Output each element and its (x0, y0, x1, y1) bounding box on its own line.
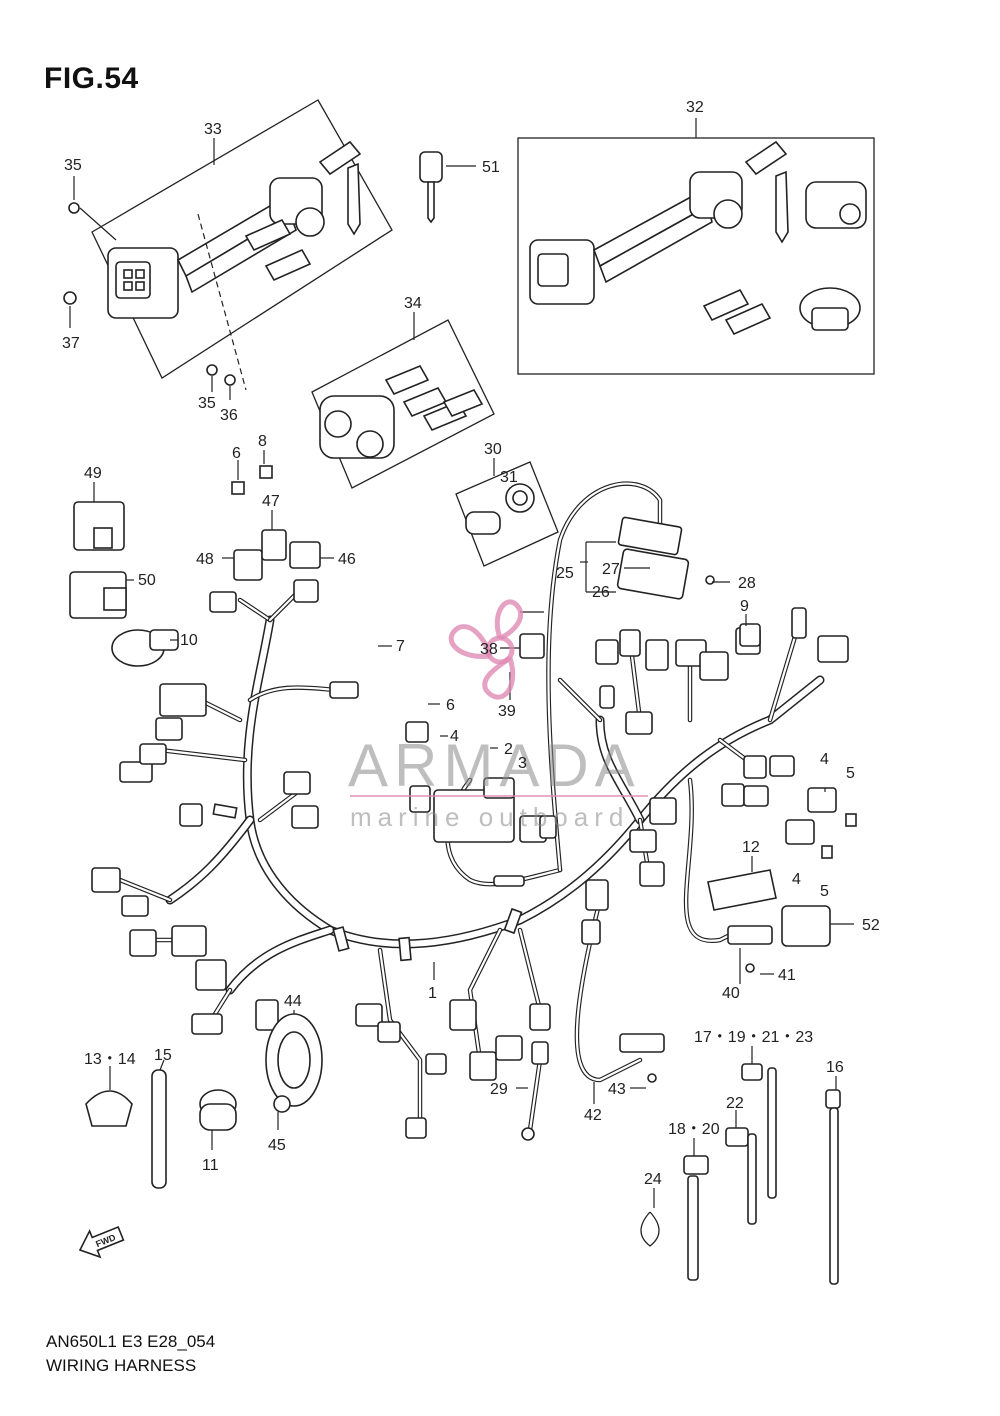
key-51 (419, 151, 476, 224)
figure-title: FIG.54 (44, 62, 139, 95)
callout-32: 32 (686, 99, 704, 116)
callout-9: 9 (740, 598, 749, 615)
watermark-brand: ARMADA (348, 732, 641, 799)
callout-16: 16 (826, 1059, 844, 1076)
group-30-box (455, 458, 559, 567)
watermark-propeller-icon (448, 599, 524, 700)
fwd-arrow-icon: FWD (78, 1225, 125, 1259)
callout-30: 30 (484, 441, 502, 458)
callout-25: 25 (556, 565, 574, 582)
callout-40: 40 (722, 985, 740, 1002)
callout-24: 24 (644, 1171, 662, 1188)
callout-29: 29 (490, 1081, 508, 1098)
callout-3: 3 (518, 755, 527, 772)
callout-44: 44 (284, 993, 302, 1010)
callout-39: 39 (498, 703, 516, 720)
callout-5a: 5 (846, 765, 855, 782)
relay-50 (69, 571, 134, 619)
loose-parts-right (707, 623, 857, 947)
callout-48: 48 (196, 551, 214, 568)
callout-11: 11 (202, 1157, 219, 1174)
callout-12: 12 (742, 839, 760, 856)
callout-43: 43 (608, 1081, 626, 1098)
callout-36: 36 (220, 407, 238, 424)
callout-51: 51 (482, 159, 500, 176)
group-34-box (311, 312, 495, 489)
callout-50: 50 (138, 572, 156, 589)
callout-52: 52 (862, 917, 880, 934)
callout-49: 49 (84, 465, 102, 482)
callout-28: 28 (738, 575, 756, 592)
callout-6a: 6 (232, 445, 241, 462)
callout-38: 38 (480, 641, 498, 658)
callout-8: 8 (258, 433, 267, 450)
relay-49 (73, 482, 125, 551)
callout-15: 15 (154, 1047, 172, 1064)
callout-22: 22 (726, 1095, 744, 1112)
diagram-code: AN650L1 E3 E28_054 (46, 1332, 216, 1351)
callout-4a: 4 (450, 728, 459, 745)
callout-47: 47 (262, 493, 280, 510)
callout-4c: 4 (792, 871, 801, 888)
callout-42: 42 (584, 1107, 602, 1124)
callout-17-19-21-23: 17・19・21・23 (694, 1029, 813, 1046)
callout-18-20: 18・20 (668, 1121, 720, 1138)
callout-10: 10 (180, 632, 198, 649)
callout-4b: 4 (820, 751, 829, 768)
loose-parts-bottom (85, 1013, 841, 1285)
callout-33: 33 (204, 121, 222, 138)
group-32-box (517, 118, 875, 375)
callout-27: 27 (602, 561, 620, 578)
callout-6b: 6 (446, 697, 455, 714)
fuse-6-8 (231, 450, 273, 495)
callout-7: 7 (396, 638, 405, 655)
callout-13-14: 13・14 (84, 1051, 136, 1068)
callout-1: 1 (428, 985, 437, 1002)
grommet-10 (111, 629, 179, 667)
callout-31: 31 (500, 469, 518, 486)
callout-5b: 5 (820, 883, 829, 900)
callout-34: 34 (404, 295, 422, 312)
diagram-caption: WIRING HARNESS (46, 1356, 197, 1375)
callout-26: 26 (592, 584, 610, 601)
callout-46: 46 (338, 551, 356, 568)
callout-45: 45 (268, 1137, 286, 1154)
callout-37: 37 (62, 335, 80, 352)
group-33-box (63, 99, 393, 391)
watermark-tagline: marine outboard (350, 802, 629, 832)
watermark: ARMADA marine outboard (348, 599, 648, 832)
callout-35a: 35 (64, 157, 82, 174)
harness-connectors (91, 516, 849, 1141)
callout-41: 41 (778, 967, 796, 984)
callout-labels: 1 2 3 4 4 4 5 5 6 6 7 8 9 10 11 12 13・14… (62, 99, 880, 1188)
callout-2: 2 (504, 741, 513, 758)
callout-35b: 35 (198, 395, 216, 412)
relays-46-48 (222, 510, 334, 581)
